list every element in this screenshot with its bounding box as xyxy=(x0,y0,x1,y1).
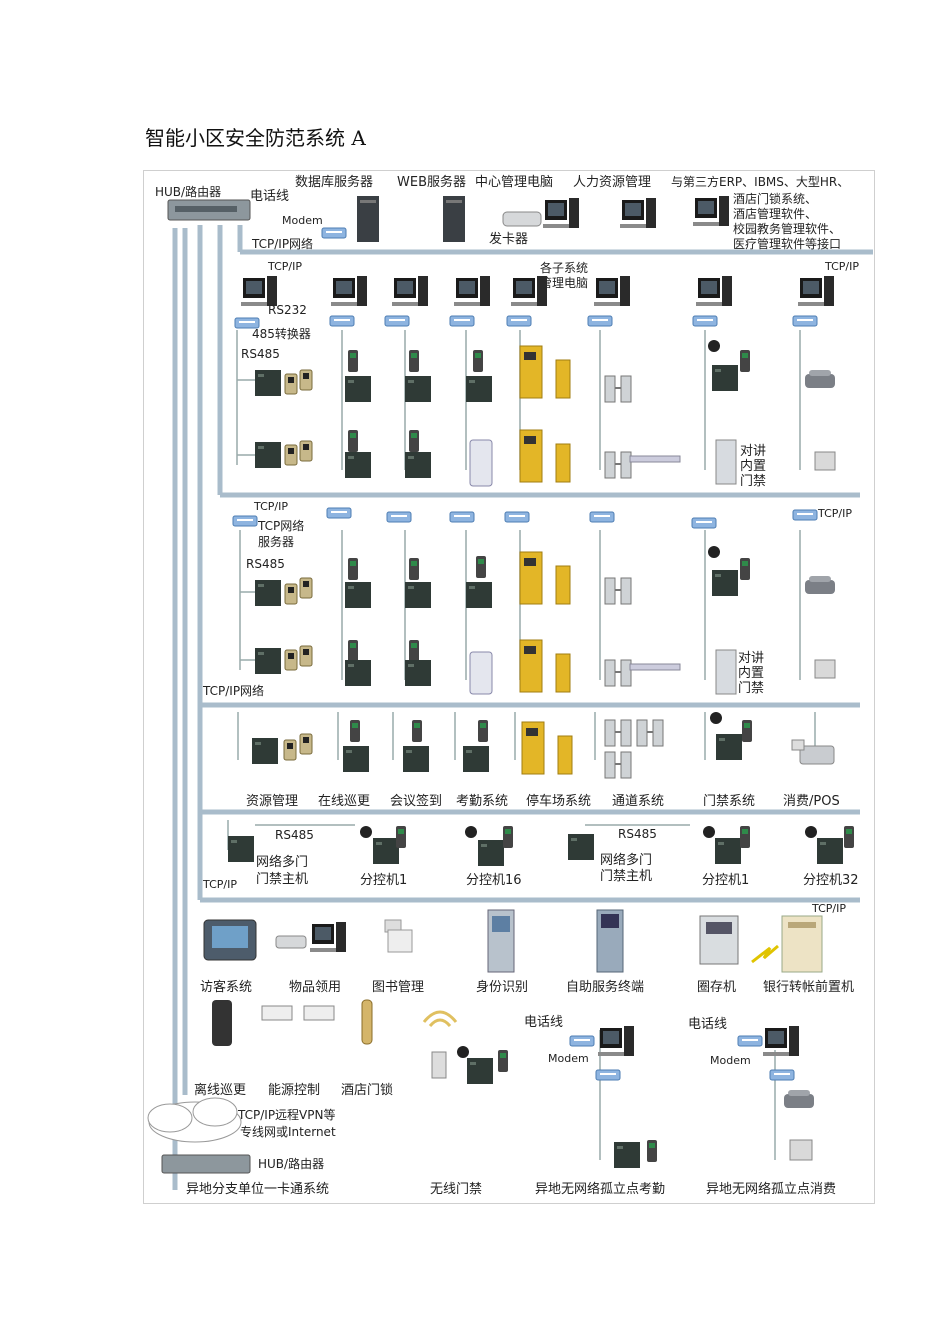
phone-line-label: 电话线 xyxy=(250,189,289,204)
hub-router-label: HUB/路由器 xyxy=(155,184,221,199)
web-server-label: WEB服务器 xyxy=(397,174,466,190)
row2-intercom-3: 门禁 xyxy=(738,681,764,696)
vpn-line-1: TCP/IP远程VPN等 xyxy=(237,1107,335,1122)
card-issuer-icon xyxy=(502,211,542,227)
row4-tcpip: TCP/IP xyxy=(202,878,237,891)
row5-label-library: 图书管理 xyxy=(372,980,424,995)
row1-intercom-3: 门禁 xyxy=(740,474,766,489)
row3-label-passage: 通道系统 xyxy=(612,794,664,809)
row1-tcpip-right: TCP/IP xyxy=(824,260,859,273)
row3-label-pos: 消费/POS xyxy=(783,794,840,809)
row5-label-bank: 银行转帐前置机 xyxy=(763,979,854,995)
row6-label-offline-patrol: 离线巡更 xyxy=(194,1082,246,1098)
row6-label-hotel-lock: 酒店门锁 xyxy=(341,1082,393,1098)
bottom-label-isolated-pos: 异地无网络孤立点消费 xyxy=(706,1181,836,1197)
host-a-line-1: 网络多门 xyxy=(256,854,308,870)
row2-devices xyxy=(255,546,836,695)
row3-label-access: 门禁系统 xyxy=(703,794,755,809)
rs232-label: RS232 xyxy=(268,303,307,317)
row4-rs485-a: RS485 xyxy=(275,828,314,842)
row5-devices xyxy=(203,909,823,973)
row2-tcpip-right: TCP/IP xyxy=(817,507,852,520)
network-bus-lines xyxy=(172,225,873,1190)
row3-label-meeting: 会议签到 xyxy=(390,793,442,809)
row5-label-visitor: 访客系统 xyxy=(200,979,252,995)
row1-devices xyxy=(255,340,836,487)
subsystem-pc-label-2: 管理电脑 xyxy=(540,275,588,290)
row2-intercom-1: 对讲 xyxy=(738,651,764,666)
row2-tcpip-net-label: TCP/IP网络 xyxy=(202,683,264,698)
row5-label-goods: 物品领用 xyxy=(289,980,341,995)
row2-tcpip-left: TCP/IP xyxy=(253,500,288,513)
bottom-label-isolated-attendance: 异地无网络孤立点考勤 xyxy=(535,1181,665,1197)
row1-rs485-label: RS485 xyxy=(241,347,280,361)
host-a-line-2: 门禁主机 xyxy=(256,872,308,887)
hr-label: 人力资源管理 xyxy=(573,175,651,190)
row2-intercom-2: 内置 xyxy=(738,665,764,681)
sub-b1: 分控机1 xyxy=(702,873,749,888)
host-b-line-1: 网络多门 xyxy=(600,852,652,868)
third-party-line-3: 校园教务管理软件、 xyxy=(733,221,841,236)
third-party-line-1: 酒店门锁系统、 xyxy=(733,191,817,206)
host-b-line-2: 门禁主机 xyxy=(600,869,652,884)
modem-label: Modem xyxy=(282,214,323,227)
third-party-label: 与第三方ERP、IBMS、大型HR、 xyxy=(671,174,849,189)
sub-b32: 分控机32 xyxy=(803,873,859,888)
row5-labels: 访客系统 物品领用 图书管理 身份识别 自助服务终端 圈存机 银行转帐前置机 xyxy=(200,979,854,995)
row1-pcs xyxy=(241,276,834,306)
center-pc-label: 中心管理电脑 xyxy=(475,175,553,190)
diagram-frame xyxy=(143,170,875,1204)
modem-icon xyxy=(321,227,347,239)
sub-a1: 分控机1 xyxy=(360,873,407,888)
phone-line-b: 电话线 xyxy=(688,1017,727,1032)
row1-intercom-1: 对讲 xyxy=(740,444,766,459)
row5-label-id: 身份识别 xyxy=(476,979,528,995)
web-server-icon xyxy=(443,196,465,242)
row6-label-energy: 能源控制 xyxy=(268,1083,320,1098)
third-party-line-2: 酒店管理软件、 xyxy=(733,206,817,221)
page-title: 智能小区安全防范系统 A xyxy=(145,126,366,150)
row2-rs485-label: RS485 xyxy=(246,557,285,571)
tcpip-net-label-top: TCP/IP网络 xyxy=(251,236,313,251)
modem-b: Modem xyxy=(710,1054,751,1067)
db-server-icon xyxy=(357,196,379,242)
bottom-labels: 异地分支单位一卡通系统 无线门禁 异地无网络孤立点考勤 异地无网络孤立点消费 xyxy=(186,1181,836,1197)
row2-net-servers xyxy=(232,507,818,529)
row3-label-parking: 停车场系统 xyxy=(526,793,591,809)
row4-devices xyxy=(228,826,854,866)
row3-label-patrol: 在线巡更 xyxy=(318,794,370,809)
net-server-label-1: TCP网络 xyxy=(257,518,304,533)
converter-label: 485转换器 xyxy=(252,326,311,341)
third-party-line-4: 医疗管理软件等接口 xyxy=(733,236,841,251)
row3-devices xyxy=(252,712,835,779)
bottom-label-branch: 异地分支单位一卡通系统 xyxy=(186,1182,329,1197)
db-server-label: 数据库服务器 xyxy=(295,174,373,190)
row1-tcpip-left: TCP/IP xyxy=(267,260,302,273)
subsystem-pc-label-1: 各子系统 xyxy=(540,260,588,275)
bottom-label-wireless: 无线门禁 xyxy=(430,1182,482,1197)
row1-converters xyxy=(234,315,818,329)
row3-label-resource: 资源管理 xyxy=(246,794,298,809)
row3-label-attendance: 考勤系统 xyxy=(456,794,508,809)
row4-rs485-b: RS485 xyxy=(618,827,657,841)
phone-line-a: 电话线 xyxy=(524,1015,563,1030)
row5-tcpip: TCP/IP xyxy=(811,902,846,915)
center-pc-icon xyxy=(543,198,579,228)
card-issuer-label: 发卡器 xyxy=(489,231,528,247)
hr-pc-icon xyxy=(620,198,656,228)
hub-router-bottom-label: HUB/路由器 xyxy=(258,1156,324,1171)
net-server-label-2: 服务器 xyxy=(258,534,294,549)
row5-label-kiosk: 自助服务终端 xyxy=(566,979,644,995)
row6-devices xyxy=(147,999,814,1174)
hub-router-top xyxy=(167,199,251,221)
row1-intercom-2: 内置 xyxy=(740,458,766,474)
row5-label-loader: 圈存机 xyxy=(697,980,736,995)
vpn-line-2: 专线网或Internet xyxy=(240,1124,336,1139)
sub-a16: 分控机16 xyxy=(466,873,522,888)
modem-a: Modem xyxy=(548,1052,589,1065)
row3-labels: 资源管理 在线巡更 会议签到 考勤系统 停车场系统 通道系统 门禁系统 消费/P… xyxy=(246,793,840,809)
third-party-pc-icon xyxy=(693,196,729,226)
row6-labels: 离线巡更 能源控制 酒店门锁 xyxy=(194,1082,393,1098)
